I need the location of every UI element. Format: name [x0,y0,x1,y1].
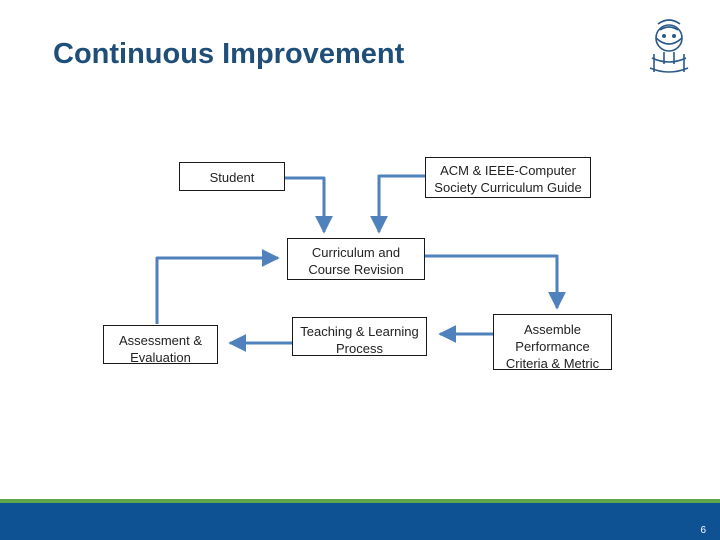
node-student: Student [179,162,285,191]
node-student-label: Student [209,170,255,185]
page-number: 6 [700,525,706,536]
node-assessment-evaluation: Assessment & Evaluation [103,325,218,364]
node-assessment-label-line2: Evaluation [130,350,191,364]
slide-title: Continuous Improvement [53,38,405,70]
node-teaching-label-line2: Process [336,341,383,356]
node-acm-ieee-guide: ACM & IEEE-Computer Society Curriculum G… [425,157,591,198]
node-teaching-learning: Teaching & Learning Process [292,317,427,356]
edge-curriculum-assemble [425,254,566,310]
node-curriculum-label-line2: Course Revision [308,262,404,277]
edge-acm-curriculum [370,174,425,234]
edge-assessment-curriculum [155,249,280,324]
footer-accent-line [0,499,720,503]
footer-bar: 6 [0,503,720,540]
university-crest-icon [649,19,689,73]
node-assessment-label-line1: Assessment & [118,333,203,348]
node-curriculum-label-line1: Curriculum and [311,245,401,260]
node-teaching-label-line1: Teaching & Learning [300,324,419,339]
node-acm-label-line1: ACM & IEEE-Computer [440,163,576,178]
node-assemble-criteria: Assemble Performance Criteria & Metric [493,314,612,370]
edge-student-curriculum [285,176,333,234]
node-curriculum-revision: Curriculum and Course Revision [287,238,425,280]
node-acm-label-line2: Society Curriculum Guide [434,180,582,195]
node-assemble-label-line2: Performance [515,339,590,354]
node-assemble-label-line1: Assemble [523,322,582,337]
node-assemble-label-line3: Criteria & Metric [505,356,600,370]
